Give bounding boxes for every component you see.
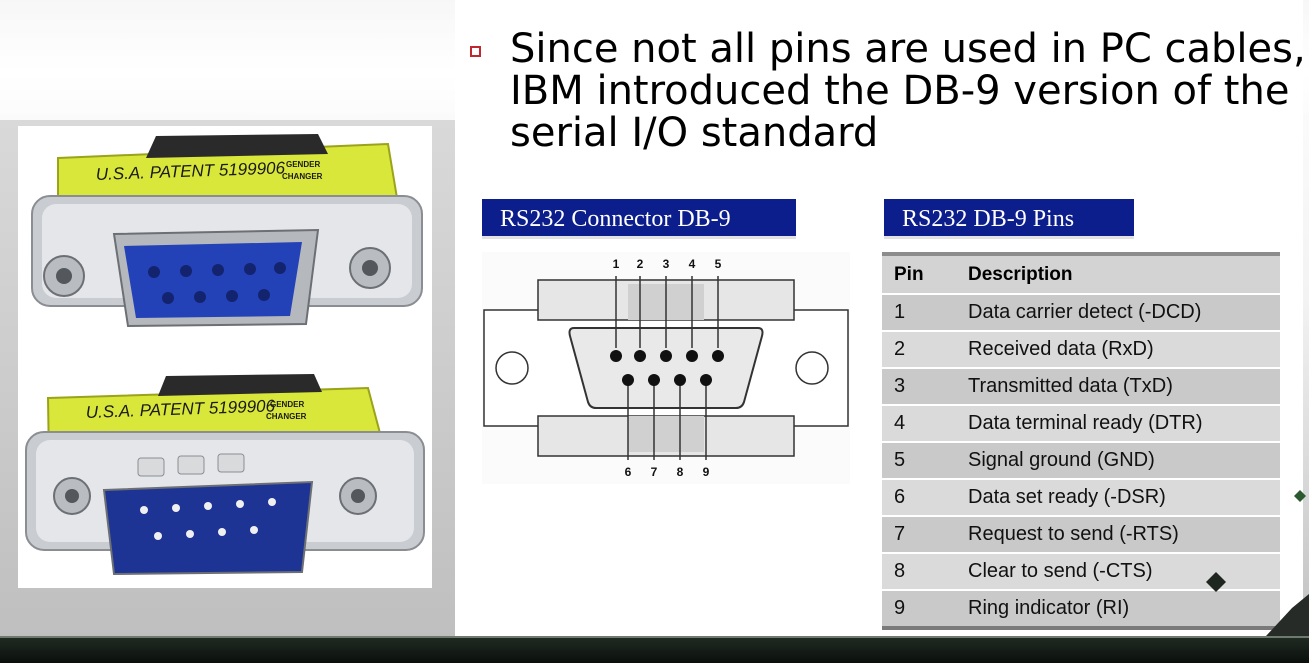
pin-description: Data terminal ready (DTR) bbox=[968, 405, 1280, 443]
pin-number: 7 bbox=[882, 516, 968, 554]
table-header-row: Pin Description bbox=[882, 254, 1280, 295]
pin-label-4: 4 bbox=[689, 257, 696, 271]
db9-pins-table: Pin Description 1 Data carrier detect (-… bbox=[882, 252, 1280, 630]
bullet-text: Since not all pins are used in PC cables… bbox=[510, 26, 1306, 156]
pin-label-8: 8 bbox=[677, 465, 684, 479]
pin-number: 3 bbox=[882, 368, 968, 406]
pin-label-1: 1 bbox=[613, 257, 620, 271]
pin-label-2: 2 bbox=[637, 257, 644, 271]
top-gender-print-2: CHANGER bbox=[282, 172, 323, 181]
pin-label-5: 5 bbox=[715, 257, 722, 271]
pin-number: 9 bbox=[882, 590, 968, 629]
pin-description: Data set ready (-DSR) bbox=[968, 479, 1280, 517]
connector-diagram-label: RS232 Connector DB-9 bbox=[482, 199, 796, 239]
pin-label-9: 9 bbox=[703, 465, 710, 479]
pin-description: Transmitted data (TxD) bbox=[968, 368, 1280, 406]
db9-pinout-drawing: 1 2 3 4 5 6 7 8 9 bbox=[482, 252, 850, 484]
pin-label-3: 3 bbox=[663, 257, 670, 271]
pin-description: Signal ground (GND) bbox=[968, 442, 1280, 480]
gender-changer-illustration: U.S.A. PATENT 5199906 GENDER CHANGER U.S… bbox=[25, 134, 425, 576]
pins-table-label: RS232 DB-9 Pins bbox=[884, 199, 1134, 239]
table-row: 2 Received data (RxD) bbox=[882, 331, 1280, 369]
table-row: 3 Transmitted data (TxD) bbox=[882, 368, 1280, 406]
pin-number: 8 bbox=[882, 553, 968, 591]
table-row: 4 Data terminal ready (DTR) bbox=[882, 405, 1280, 443]
pin-number: 5 bbox=[882, 442, 968, 480]
slide-bottom-bar bbox=[0, 636, 1309, 663]
gender-changer-photo: U.S.A. PATENT 5199906 GENDER CHANGER U.S… bbox=[18, 126, 432, 588]
top-gender-print-1: GENDER bbox=[286, 160, 320, 169]
male-gender-changer: U.S.A. PATENT 5199906 GENDER CHANGER bbox=[25, 374, 425, 576]
left-mounting-hole bbox=[495, 351, 529, 385]
description-column-header: Description bbox=[968, 254, 1280, 295]
db9-connector-diagram: 1 2 3 4 5 6 7 8 9 bbox=[482, 252, 850, 484]
table-row: 9 Ring indicator (RI) bbox=[882, 590, 1280, 629]
pin-description: Received data (RxD) bbox=[968, 331, 1280, 369]
pin-label-6: 6 bbox=[625, 465, 632, 479]
corner-diamond-decoration bbox=[1206, 490, 1309, 636]
bottom-gender-print-2: CHANGER bbox=[266, 412, 307, 421]
table-row: 6 Data set ready (-DSR) bbox=[882, 479, 1280, 517]
pin-label-7: 7 bbox=[651, 465, 658, 479]
pin-description: Data carrier detect (-DCD) bbox=[968, 294, 1280, 332]
pin-number: 1 bbox=[882, 294, 968, 332]
pin-description: Ring indicator (RI) bbox=[968, 590, 1280, 629]
table-row: 5 Signal ground (GND) bbox=[882, 442, 1280, 480]
pin-number: 4 bbox=[882, 405, 968, 443]
pin-number: 6 bbox=[882, 479, 968, 517]
pin-column-header: Pin bbox=[882, 254, 968, 295]
hollow-square-bullet-icon bbox=[470, 46, 481, 57]
pin-description: Request to send (-RTS) bbox=[968, 516, 1280, 554]
right-mounting-hole bbox=[795, 351, 829, 385]
table-row: 7 Request to send (-RTS) bbox=[882, 516, 1280, 554]
female-gender-changer: U.S.A. PATENT 5199906 GENDER CHANGER bbox=[31, 134, 423, 328]
pin-description: Clear to send (-CTS) bbox=[968, 553, 1280, 591]
bottom-gender-print-1: GENDER bbox=[270, 400, 304, 409]
pin-number: 2 bbox=[882, 331, 968, 369]
table-row: 1 Data carrier detect (-DCD) bbox=[882, 294, 1280, 332]
table-row: 8 Clear to send (-CTS) bbox=[882, 553, 1280, 591]
